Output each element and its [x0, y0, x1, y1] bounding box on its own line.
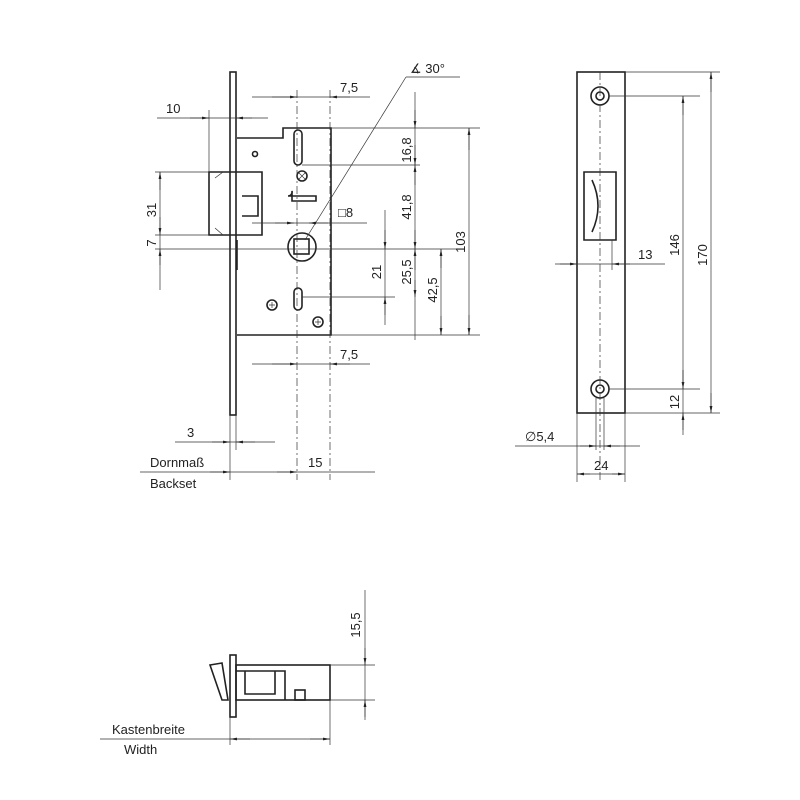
backset-label-en: Backset	[150, 476, 197, 491]
dim-strike-width: 24	[594, 458, 608, 473]
dim-case-height: 103	[453, 231, 468, 253]
dim-strike-depth: 13	[638, 247, 652, 262]
latch-bolt	[208, 171, 263, 236]
backset-label-de: Dornmaß	[150, 455, 204, 470]
follower-hub	[287, 232, 317, 262]
screw-icon	[266, 299, 278, 311]
dim-strike-length: 170	[695, 244, 710, 266]
front-view: 7,5 10 ∡ 30° 16,8 41,8 25,5 21 4	[140, 61, 480, 491]
strike-plate-view: 13 146 170 12 ∅5,4 24	[515, 71, 720, 482]
dim-spindle-square: □8	[338, 205, 353, 220]
faceplate-edge	[229, 654, 237, 718]
dim-top-cylinder-offset: 7,5	[340, 80, 358, 95]
dim-bottom-height: 15,5	[348, 612, 363, 637]
dim-bottom-cylinder-offset: 7,5	[340, 347, 358, 362]
strike-plate	[576, 71, 626, 414]
dim-latch-projection: 10	[166, 101, 180, 116]
faceplate	[229, 71, 237, 416]
dim-spindle-to-cyl: 25,5	[399, 259, 414, 284]
dim-angle: ∡ 30°	[410, 61, 445, 76]
lock-case	[237, 127, 332, 336]
dim-hole-spacing: 146	[667, 234, 682, 256]
keyhole-slot	[293, 287, 303, 311]
dim-backset: 15	[308, 455, 322, 470]
width-label-en: Width	[124, 742, 157, 757]
latch-tip	[208, 662, 229, 701]
case-bottom	[235, 664, 331, 701]
spindle-square	[293, 238, 310, 255]
dim-spindle-to-keyhole: 21	[369, 265, 384, 279]
dim-latch-height: 31	[144, 203, 159, 217]
dim-follower-to-spindle: 41,8	[399, 194, 414, 219]
latch-opening	[583, 171, 617, 241]
dim-spindle-to-bottom: 42,5	[425, 277, 440, 302]
width-label-de: Kastenbreite	[112, 722, 185, 737]
dim-latch-offset: 7	[144, 239, 159, 246]
dim-faceplate-thickness: 3	[187, 425, 194, 440]
cylinder-slot-top	[293, 129, 303, 166]
bottom-view: 15,5 Kastenbreite Width	[100, 590, 375, 757]
dim-hole-diameter: ∅5,4	[525, 429, 554, 444]
screw-icon	[312, 316, 324, 328]
dim-top-to-follower: 16,8	[399, 137, 414, 162]
dim-hole-edge: 12	[667, 395, 682, 409]
